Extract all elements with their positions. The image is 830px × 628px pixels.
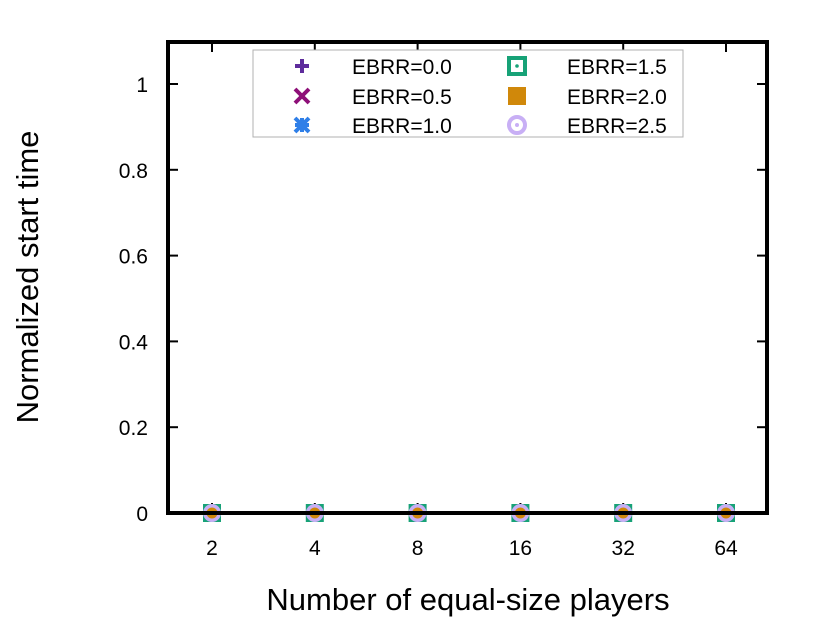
legend-marker-dotted-square-icon [507, 56, 527, 76]
legend-label: EBRR=1.5 [567, 56, 667, 79]
legend-marker-filled-square-icon [508, 87, 526, 105]
legend-item: EBRR=0.0 [295, 56, 452, 79]
x-tick-label: 16 [509, 537, 532, 560]
legend-label: EBRR=1.0 [352, 115, 452, 138]
legend-marker-dotted-circle-icon [507, 115, 527, 135]
legend-label: EBRR=2.0 [567, 86, 667, 109]
y-tick-label: 0.6 [119, 246, 148, 269]
legend-label: EBRR=0.0 [352, 56, 452, 79]
y-tick-label: 0.2 [119, 417, 148, 440]
legend-marker-asterisk-icon [293, 116, 311, 134]
y-tick-label: 0.8 [119, 160, 148, 183]
x-tick-label: 32 [612, 537, 635, 560]
legend-label: EBRR=2.5 [567, 115, 667, 138]
x-axis-label: Number of equal-size players [266, 582, 669, 617]
y-tick-label: 0.4 [119, 331, 149, 354]
legend-marker-plus-icon [295, 59, 309, 73]
legend-box [252, 49, 684, 138]
x-tick-label: 8 [412, 537, 424, 560]
legend-item: EBRR=1.5 [507, 56, 667, 79]
plot-frame [166, 40, 769, 515]
y-axis-label: Normalized start time [10, 131, 45, 424]
legend-marker-cross-icon [293, 87, 311, 105]
x-tick-label: 2 [206, 537, 218, 560]
legend-item: EBRR=2.5 [507, 115, 667, 138]
legend-label: EBRR=0.5 [352, 86, 452, 109]
x-tick-label: 64 [714, 537, 738, 560]
legend-item: EBRR=1.0 [293, 115, 452, 138]
legend-item: EBRR=2.0 [508, 86, 667, 109]
y-tick-label: 0 [136, 503, 148, 526]
y-tick-label: 1 [136, 74, 148, 97]
legend-item: EBRR=0.5 [293, 86, 452, 109]
x-tick-label: 4 [309, 537, 321, 560]
